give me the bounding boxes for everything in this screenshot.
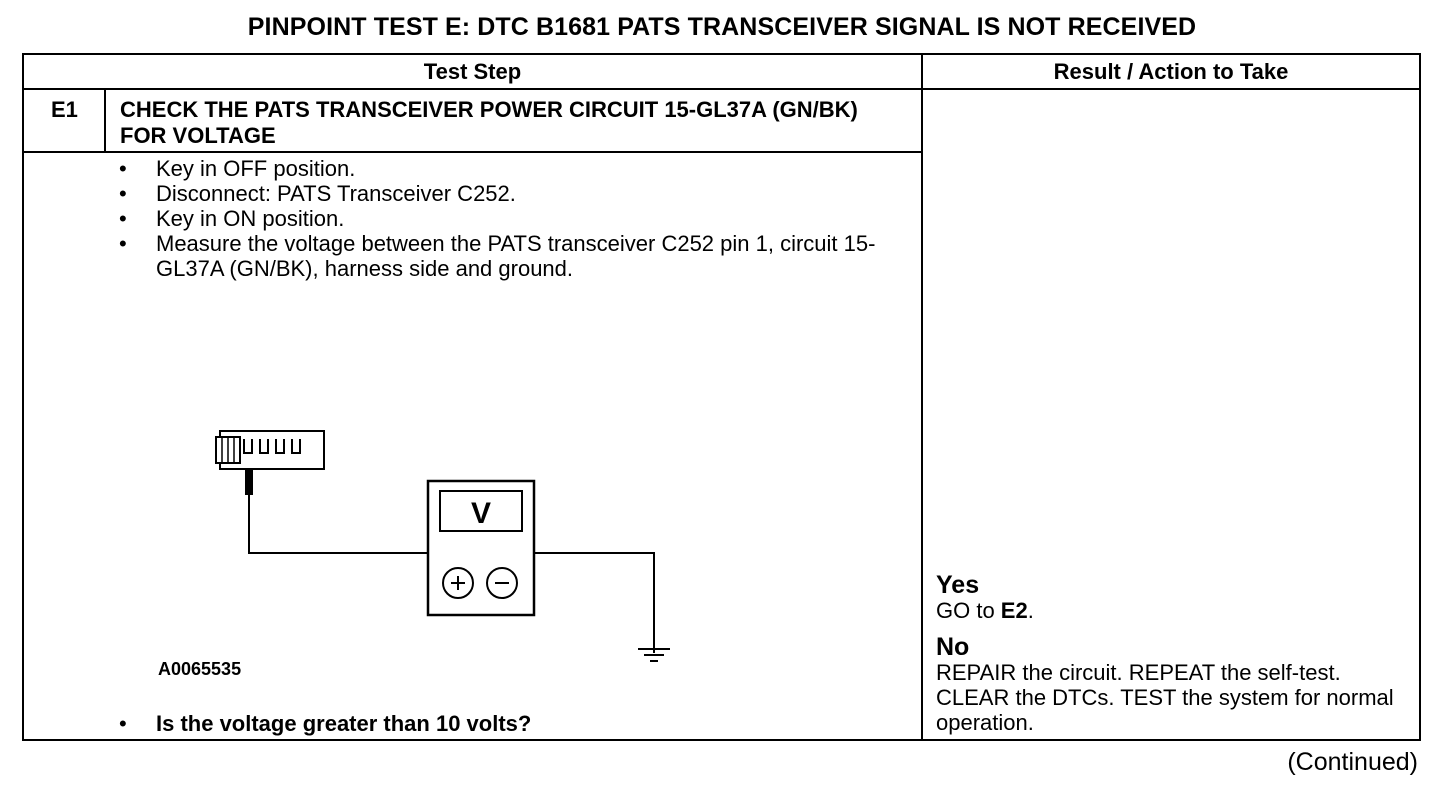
step-id: E1 [51,97,78,122]
figure-id: A0065535 [158,659,242,679]
pinpoint-test-table: Test Step Result / Action to Take E1 CHE… [22,53,1421,741]
step-title-divider [24,151,922,153]
instruction-item: Key in ON position. [114,206,914,231]
result-no: No REPAIR the circuit. REPEAT the self-t… [936,633,1416,736]
ground-icon [638,648,670,662]
instruction-item: Measure the voltage between the PATS tra… [114,231,914,281]
no-action: REPAIR the circuit. REPEAT the self-test… [936,660,1394,735]
meter-display-label: V [471,497,491,530]
instruction-item: Key in OFF position. [114,156,914,181]
step-id-divider [104,89,106,152]
step-title: CHECK THE PATS TRANSCEIVER POWER CIRCUIT… [120,97,858,148]
step-instructions: Key in OFF position. Disconnect: PATS Tr… [114,156,914,281]
header-result-action: Result / Action to Take [1053,59,1289,84]
instruction-item: Disconnect: PATS Transceiver C252. [114,181,914,206]
voltmeter-icon: V [426,479,536,617]
step-question: Is the voltage greater than 10 volts? [114,711,531,737]
page-title: PINPOINT TEST E: DTC B1681 PATS TRANSCEI… [247,13,1197,41]
ground-lead-wire [522,552,655,653]
no-label: No [936,633,970,661]
probe-icon [245,469,253,495]
header-divider [24,88,1419,90]
voltage-measurement-diagram: V [215,430,655,653]
yes-label: Yes [936,571,980,599]
continued-note: (Continued) [1287,748,1418,776]
connector-c252-icon [215,430,325,470]
column-divider [921,55,923,739]
positive-lead-wire [248,495,442,554]
yes-action: GO to E2. [936,598,1034,623]
header-test-step: Test Step [423,59,522,84]
yes-action-target[interactable]: E2 [1000,598,1028,623]
result-yes: Yes GO to E2. [936,571,1416,624]
